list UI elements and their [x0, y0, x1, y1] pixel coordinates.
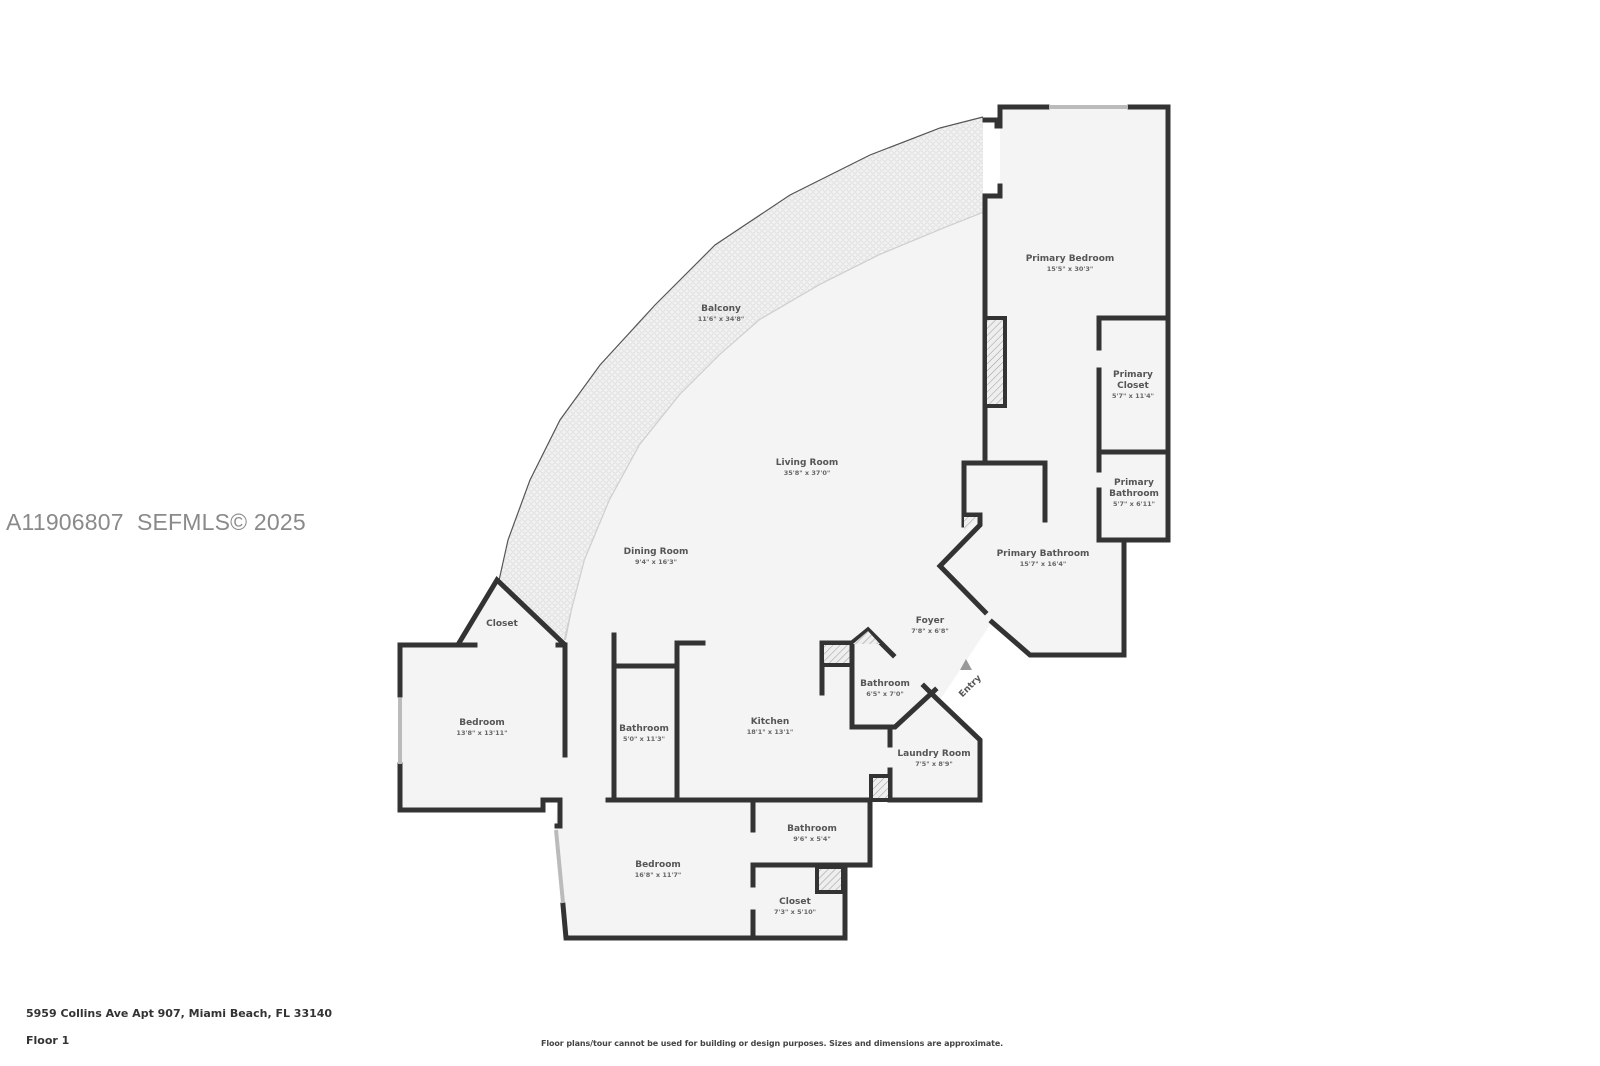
room-foyer: Foyer 7'8" x 6'8" — [911, 616, 949, 635]
windows — [398, 105, 1128, 904]
room-dimensions: 5'0" x 11'3" — [623, 735, 665, 743]
room-dimensions: 9'4" x 16'3" — [635, 558, 677, 566]
room-name: Bedroom — [459, 718, 505, 728]
room-name: Bathroom — [619, 724, 669, 734]
room-name: Balcony — [701, 304, 741, 314]
room-primary-closet: Primary Closet 5'7" x 11'4" — [1112, 370, 1154, 400]
room-dimensions: 5'7" x 11'4" — [1112, 392, 1154, 400]
room-dimensions: 7'5" x 8'9" — [915, 760, 953, 768]
room-name: Living Room — [776, 458, 838, 468]
room-dimensions: 7'8" x 6'8" — [911, 627, 949, 635]
room-dimensions: 15'5" x 30'3" — [1047, 265, 1094, 273]
property-address: 5959 Collins Ave Apt 907, Miami Beach, F… — [26, 1007, 333, 1020]
room-closet-bottom: Closet 7'3" x 5'10" — [774, 897, 816, 916]
mls-watermark: A11906807 SEFMLS© 2025 — [6, 509, 306, 535]
room-kitchen: Kitchen 18'1" x 13'1" — [747, 717, 794, 736]
room-dimensions: 35'8" x 37'0" — [784, 469, 831, 477]
room-name: Kitchen — [751, 717, 790, 727]
entry-arrow-icon — [960, 659, 972, 670]
disclaimer-text: Floor plans/tour cannot be used for buil… — [541, 1039, 1004, 1048]
room-name: Primary Bedroom — [1026, 254, 1115, 264]
room-labels: Primary Bedroom 15'5" x 30'3" Primary Cl… — [456, 254, 1158, 916]
room-dining-room: Dining Room 9'4" x 16'3" — [624, 547, 689, 566]
room-primary-bedroom: Primary Bedroom 15'5" x 30'3" — [1026, 254, 1115, 273]
room-dimensions: 15'7" x 16'4" — [1020, 560, 1067, 568]
room-bathroom-foyer: Bathroom 6'5" x 7'0" — [860, 679, 910, 698]
room-name: Primary — [1114, 478, 1154, 488]
room-name: Bathroom — [787, 824, 837, 834]
floor-label: Floor 1 — [26, 1034, 70, 1047]
room-name-line2: Closet — [1117, 381, 1149, 391]
entry-label: Entry — [957, 673, 983, 699]
room-name: Primary Bathroom — [997, 549, 1090, 559]
room-balcony: Balcony 11'6" x 34'8" — [698, 304, 745, 323]
room-primary-bathroom: Primary Bathroom 15'7" x 16'4" — [997, 549, 1090, 568]
interior-floor — [400, 107, 1168, 938]
room-dimensions: 6'5" x 7'0" — [866, 690, 904, 698]
room-name: Closet — [486, 619, 518, 629]
room-dimensions: 13'8" x 13'11" — [456, 729, 507, 737]
room-name: Bathroom — [860, 679, 910, 689]
walls — [397, 104, 1171, 941]
room-name-line2: Bathroom — [1109, 489, 1159, 499]
room-dimensions: 7'3" x 5'10" — [774, 908, 816, 916]
room-dimensions: 11'6" x 34'8" — [698, 315, 745, 323]
room-name: Bedroom — [635, 860, 681, 870]
room-name: Closet — [779, 897, 811, 907]
room-closet-triangle: Closet — [486, 619, 518, 629]
room-bedroom-left: Bedroom 13'8" x 13'11" — [456, 718, 507, 737]
room-bathroom-bottom: Bathroom 9'6" x 5'4" — [787, 824, 837, 843]
room-living-room: Living Room 35'8" x 37'0" — [776, 458, 838, 477]
room-dimensions: 18'1" x 13'1" — [747, 728, 794, 736]
room-bedroom-bottom: Bedroom 16'8" x 11'7" — [635, 860, 682, 879]
room-name: Foyer — [916, 616, 945, 626]
room-dimensions: 9'6" x 5'4" — [793, 835, 831, 843]
room-name: Laundry Room — [897, 749, 970, 759]
room-dimensions: 5'7" x 6'11" — [1113, 500, 1155, 508]
room-name: Dining Room — [624, 547, 689, 557]
room-laundry: Laundry Room 7'5" x 8'9" — [897, 749, 970, 768]
room-name: Primary — [1113, 370, 1153, 380]
room-primary-bathroom-small: Primary Bathroom 5'7" x 6'11" — [1109, 478, 1159, 508]
room-bathroom-hall: Bathroom 5'0" x 11'3" — [619, 724, 669, 743]
room-dimensions: 16'8" x 11'7" — [635, 871, 682, 879]
